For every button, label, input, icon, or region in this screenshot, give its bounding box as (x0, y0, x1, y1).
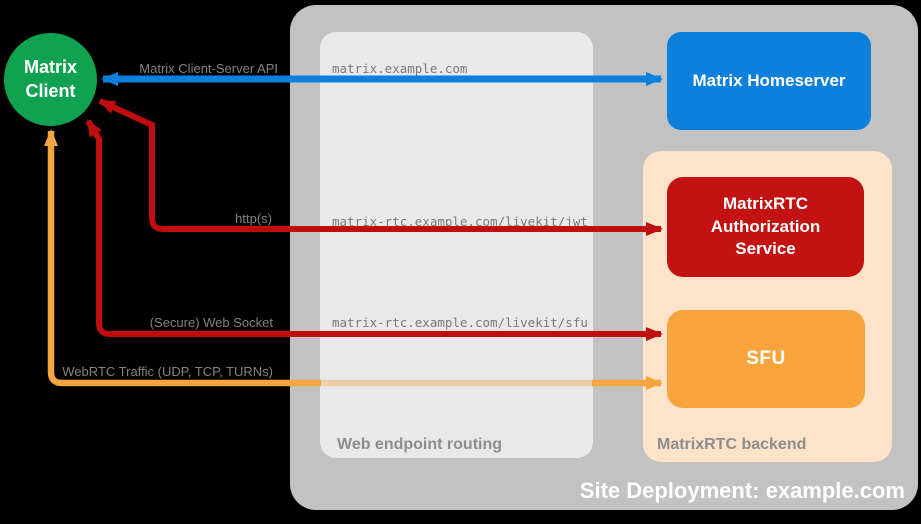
web-endpoint-routing-box (320, 32, 593, 458)
endpoint-label-livekit-sfu: matrix-rtc.example.com/livekit/sfu (332, 315, 588, 330)
arrow-label-client-server-api: Matrix Client-Server API (139, 61, 278, 76)
site-deployment-caption: Site Deployment: example.com (579, 478, 905, 503)
routing-caption: Web endpoint routing (337, 436, 503, 453)
backend-caption: MatrixRTC backend (657, 436, 807, 453)
matrix-client-node: Matrix Client (4, 33, 97, 126)
endpoint-label-homeserver: matrix.example.com (332, 61, 468, 76)
arrow-label-websocket: (Secure) Web Socket (149, 315, 273, 330)
sfu-node: SFU (667, 310, 865, 408)
endpoint-label-livekit-jwt: matrix-rtc.example.com/livekit/jwt (332, 214, 588, 229)
matrixrtc-auth-service-node: MatrixRTC Authorization Service (667, 177, 864, 277)
matrix-homeserver-node: Matrix Homeserver (667, 32, 871, 130)
arrow-label-https: http(s) (235, 211, 272, 226)
arrow-label-webrtc-traffic: WebRTC Traffic (UDP, TCP, TURNs) (62, 364, 273, 379)
